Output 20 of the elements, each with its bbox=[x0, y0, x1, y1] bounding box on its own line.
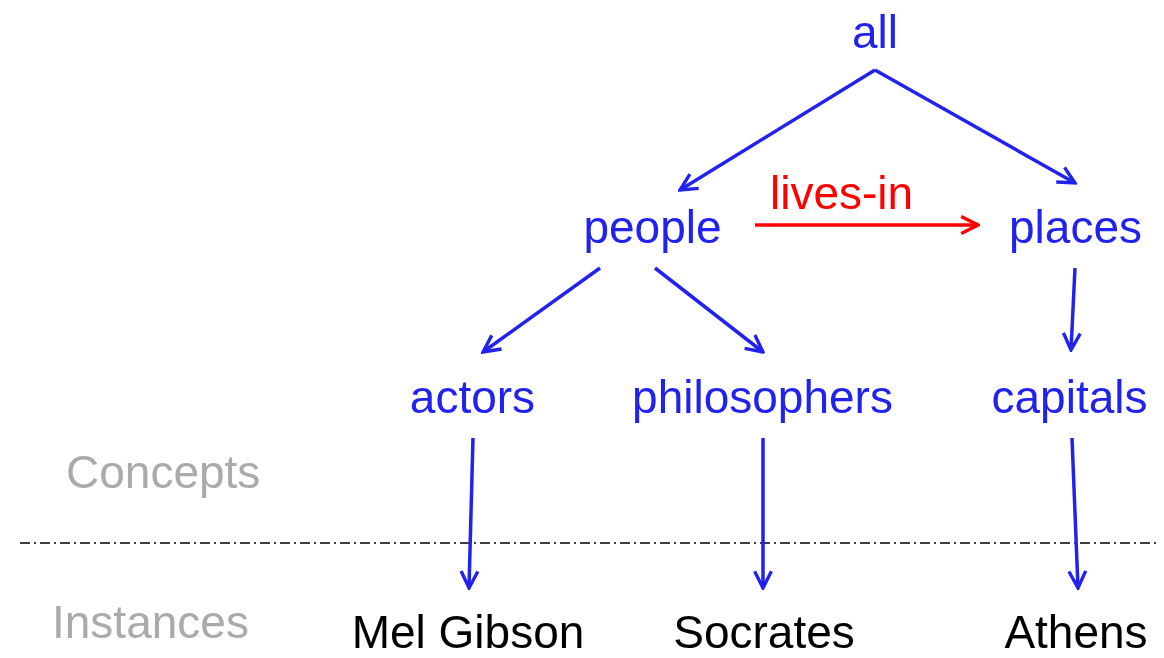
level-label: Concepts bbox=[66, 445, 261, 500]
instance-label: Mel Gibson bbox=[328, 605, 608, 658]
concept-label: all bbox=[840, 5, 910, 60]
arrow bbox=[1061, 267, 1082, 352]
concept-label: capitals bbox=[975, 370, 1164, 425]
instance-label: Socrates bbox=[655, 605, 873, 658]
level-label: Instances bbox=[52, 595, 249, 650]
arrow bbox=[874, 68, 1077, 185]
concept-label: places bbox=[993, 200, 1158, 255]
arrow bbox=[752, 438, 774, 590]
concept-label: philosophers bbox=[605, 370, 920, 425]
concept-label: actors bbox=[395, 370, 550, 425]
arrow bbox=[481, 266, 601, 354]
arrow bbox=[653, 266, 765, 354]
arrow bbox=[678, 68, 876, 192]
concept-label: people bbox=[565, 200, 740, 255]
instance-label: Athens bbox=[990, 605, 1162, 658]
arrow bbox=[755, 214, 980, 236]
arrow bbox=[1067, 437, 1088, 590]
arrow bbox=[459, 437, 480, 590]
